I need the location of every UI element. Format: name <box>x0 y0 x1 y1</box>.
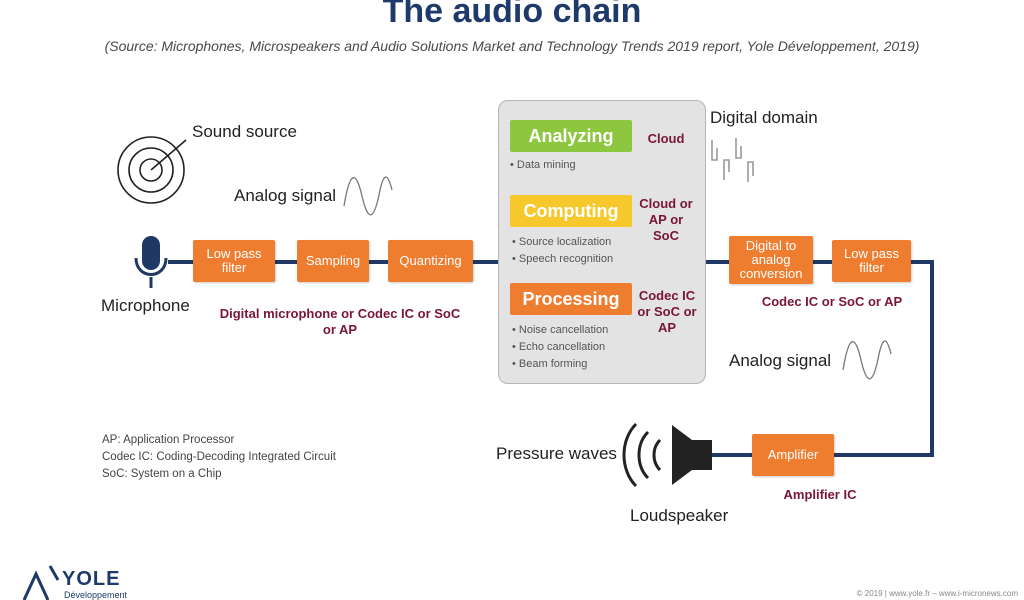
bullet-item: • Source localization <box>512 236 612 248</box>
dac-chain-module-label: Codec IC or SoC or AP <box>761 294 903 309</box>
legend-item: Codec IC: Coding-Decoding Integrated Cir… <box>102 451 336 463</box>
logo-tagline: Développement <box>64 590 128 600</box>
abbreviation-legend: AP: Application Processor Codec IC: Codi… <box>102 432 336 483</box>
low-pass-filter-box: Low pass filter <box>832 240 911 282</box>
amplifier-module-label: Amplifier IC <box>783 487 857 502</box>
microphone-label: Microphone <box>101 296 190 315</box>
bullet-item: • Data mining <box>510 159 576 171</box>
quantizing-box: Quantizing <box>388 240 473 282</box>
bullet-item: • Noise cancellation <box>512 324 609 336</box>
mic-chain-module-label: Digital microphone or Codec IC or SoC or… <box>219 306 461 337</box>
bullet-item: • Speech recognition <box>512 253 614 265</box>
bullet-item: • Beam forming <box>512 358 588 370</box>
loudspeaker-label: Loudspeaker <box>630 506 729 525</box>
dac-box: Digital to analog conversion <box>729 236 813 284</box>
analog-signal-label: Analog signal <box>729 351 832 370</box>
footer-copyright: © 2019 | www.yole.fr – www.i-micronews.c… <box>856 589 1018 598</box>
analog-signal-label: Analog signal <box>234 186 337 205</box>
bullet-item: • Echo cancellation <box>512 341 606 353</box>
pressure-waves-label: Pressure waves <box>496 444 617 463</box>
analyzing-header: Analyzing <box>510 120 632 152</box>
sound-source-label: Sound source <box>192 122 297 141</box>
logo-text: YOLE <box>62 568 121 590</box>
analyzing-platform-label: Cloud <box>647 131 685 146</box>
legend-item: SoC: System on a Chip <box>102 468 222 480</box>
source-subtitle: (Source: Microphones, Microspeakers and … <box>104 38 920 54</box>
page-title: The audio chain <box>382 0 642 30</box>
low-pass-filter-box: Low pass filter <box>193 240 275 282</box>
computing-header: Computing <box>510 195 632 227</box>
processing-header: Processing <box>510 283 632 315</box>
sampling-box: Sampling <box>297 240 369 282</box>
computing-bullets: • Source localization • Speech recogniti… <box>512 234 613 268</box>
digital-domain-label: Digital domain <box>710 108 818 127</box>
processing-bullets: • Noise cancellation • Echo cancellation… <box>512 322 608 373</box>
computing-platform-label: Cloud or AP or SoC <box>639 196 693 243</box>
legend-item: AP: Application Processor <box>102 434 235 446</box>
processing-platform-label: Codec IC or SoC or AP <box>637 288 697 335</box>
amplifier-box: Amplifier <box>752 434 834 476</box>
analyzing-bullets: • Data mining <box>510 157 576 174</box>
